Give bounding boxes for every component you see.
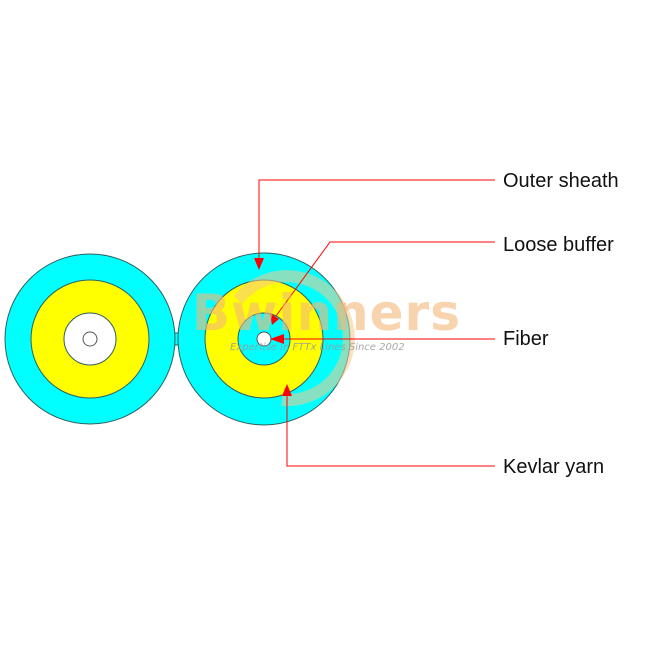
label-kevlar-yarn: Kevlar yarn bbox=[503, 456, 605, 478]
watermark-brand: Bwinners bbox=[192, 284, 461, 342]
watermark-tagline: Expertise In FTTx Lines Since 2002 bbox=[230, 342, 405, 353]
label-outer-sheath: Outer sheath bbox=[503, 170, 619, 192]
leader-kevlar-yarn bbox=[286, 392, 495, 467]
arrow-loose-buffer bbox=[270, 313, 279, 325]
label-loose-buffer: Loose buffer bbox=[503, 234, 614, 256]
arrow-outer-sheath bbox=[254, 258, 264, 270]
arrow-kevlar-yarn bbox=[282, 384, 292, 396]
watermark-arc bbox=[233, 270, 355, 407]
leader-loose-buffer bbox=[275, 241, 495, 317]
right-cable bbox=[177, 252, 351, 426]
leader-outer-sheath bbox=[258, 179, 495, 262]
label-fiber: Fiber bbox=[503, 328, 549, 350]
left-cable bbox=[4, 253, 176, 425]
left-fiber bbox=[82, 331, 98, 347]
arrow-fiber bbox=[270, 334, 284, 344]
